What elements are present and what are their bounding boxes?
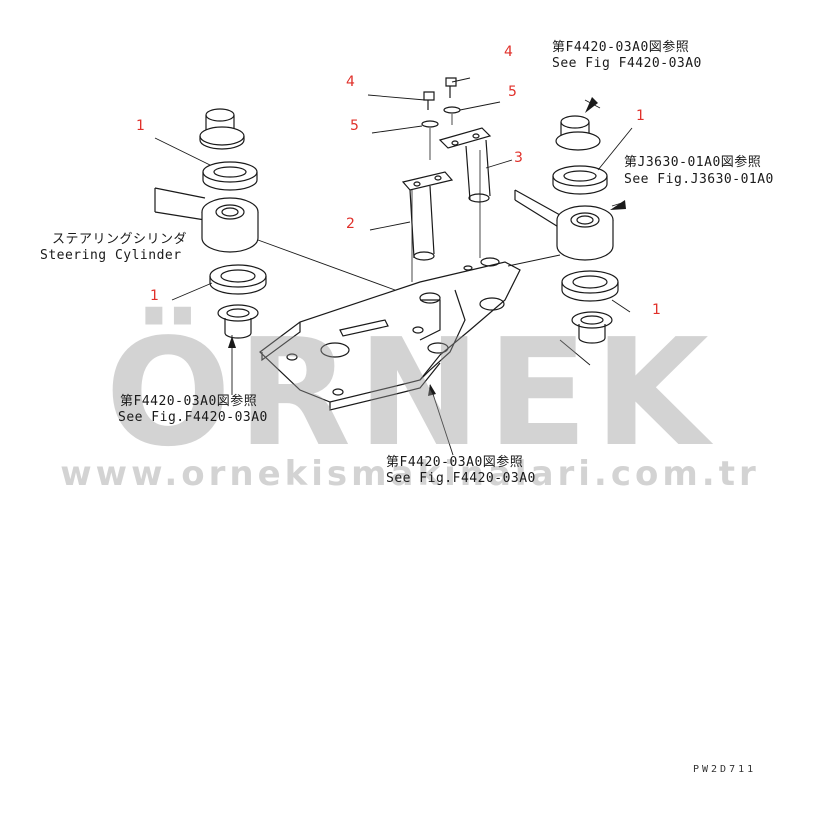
part-number-4-left: 4 — [346, 74, 355, 90]
seal-ring-upper-right — [552, 165, 608, 195]
ref-bottom-en: See Fig.F4420-03A0 — [386, 471, 536, 486]
bolt-right — [445, 77, 457, 98]
seal-ring-lower-left — [209, 264, 267, 295]
steering-cylinder-right — [514, 189, 614, 261]
washer-right — [443, 106, 461, 114]
watermark-brand: ÖRNEK — [105, 307, 715, 479]
ref-top-right-jp: 第F4420-03A0図参照 — [552, 40, 690, 55]
leader-lines — [154, 77, 633, 456]
bolt-left — [423, 91, 435, 110]
ref-bottom-jp: 第F4420-03A0図参照 — [386, 455, 524, 470]
pin-3 — [438, 127, 492, 203]
steering-cylinder-en: Steering Cylinder — [40, 248, 182, 263]
steering-cylinder-jp: ステアリングシリンダ — [52, 232, 188, 247]
part-number-1-upper-left: 1 — [136, 118, 145, 134]
mounting-bracket — [259, 257, 521, 411]
pin-2 — [401, 171, 454, 261]
axis-lines — [411, 114, 481, 282]
ref-left-jp: 第F4420-03A0図参照 — [120, 394, 258, 409]
part-number-4-right: 4 — [504, 44, 513, 60]
drawing-code: PW2D711 — [693, 764, 757, 775]
part-number-3: 3 — [514, 150, 523, 166]
part-number-5-left: 5 — [350, 118, 359, 134]
part-number-5-right: 5 — [508, 84, 517, 100]
part-number-2: 2 — [346, 216, 355, 232]
ref-right-jp: 第J3630-01A0図参照 — [624, 155, 762, 170]
watermark-url: www.ornekismakinalari.com.tr — [60, 454, 760, 494]
part-number-1-lower-left: 1 — [150, 288, 159, 304]
seal-ring-lower-right — [561, 270, 619, 302]
steering-cylinder-left — [154, 187, 259, 253]
bushing-lower-left — [217, 304, 259, 339]
part-number-1-upper-right: 1 — [636, 108, 645, 124]
washer-left — [421, 120, 439, 128]
bushing-upper-right — [555, 115, 601, 151]
part-number-1-lower-right: 1 — [652, 302, 661, 318]
ref-right-en: See Fig.J3630-01A0 — [624, 172, 774, 187]
seal-ring-upper-left — [202, 161, 258, 191]
bushing-lower-right — [571, 311, 613, 344]
arrow-heads — [228, 97, 626, 396]
ref-top-right-en: See Fig F4420-03A0 — [552, 56, 702, 71]
bushing-upper-left — [199, 108, 245, 150]
ref-left-en: See Fig.F4420-03A0 — [118, 410, 268, 425]
